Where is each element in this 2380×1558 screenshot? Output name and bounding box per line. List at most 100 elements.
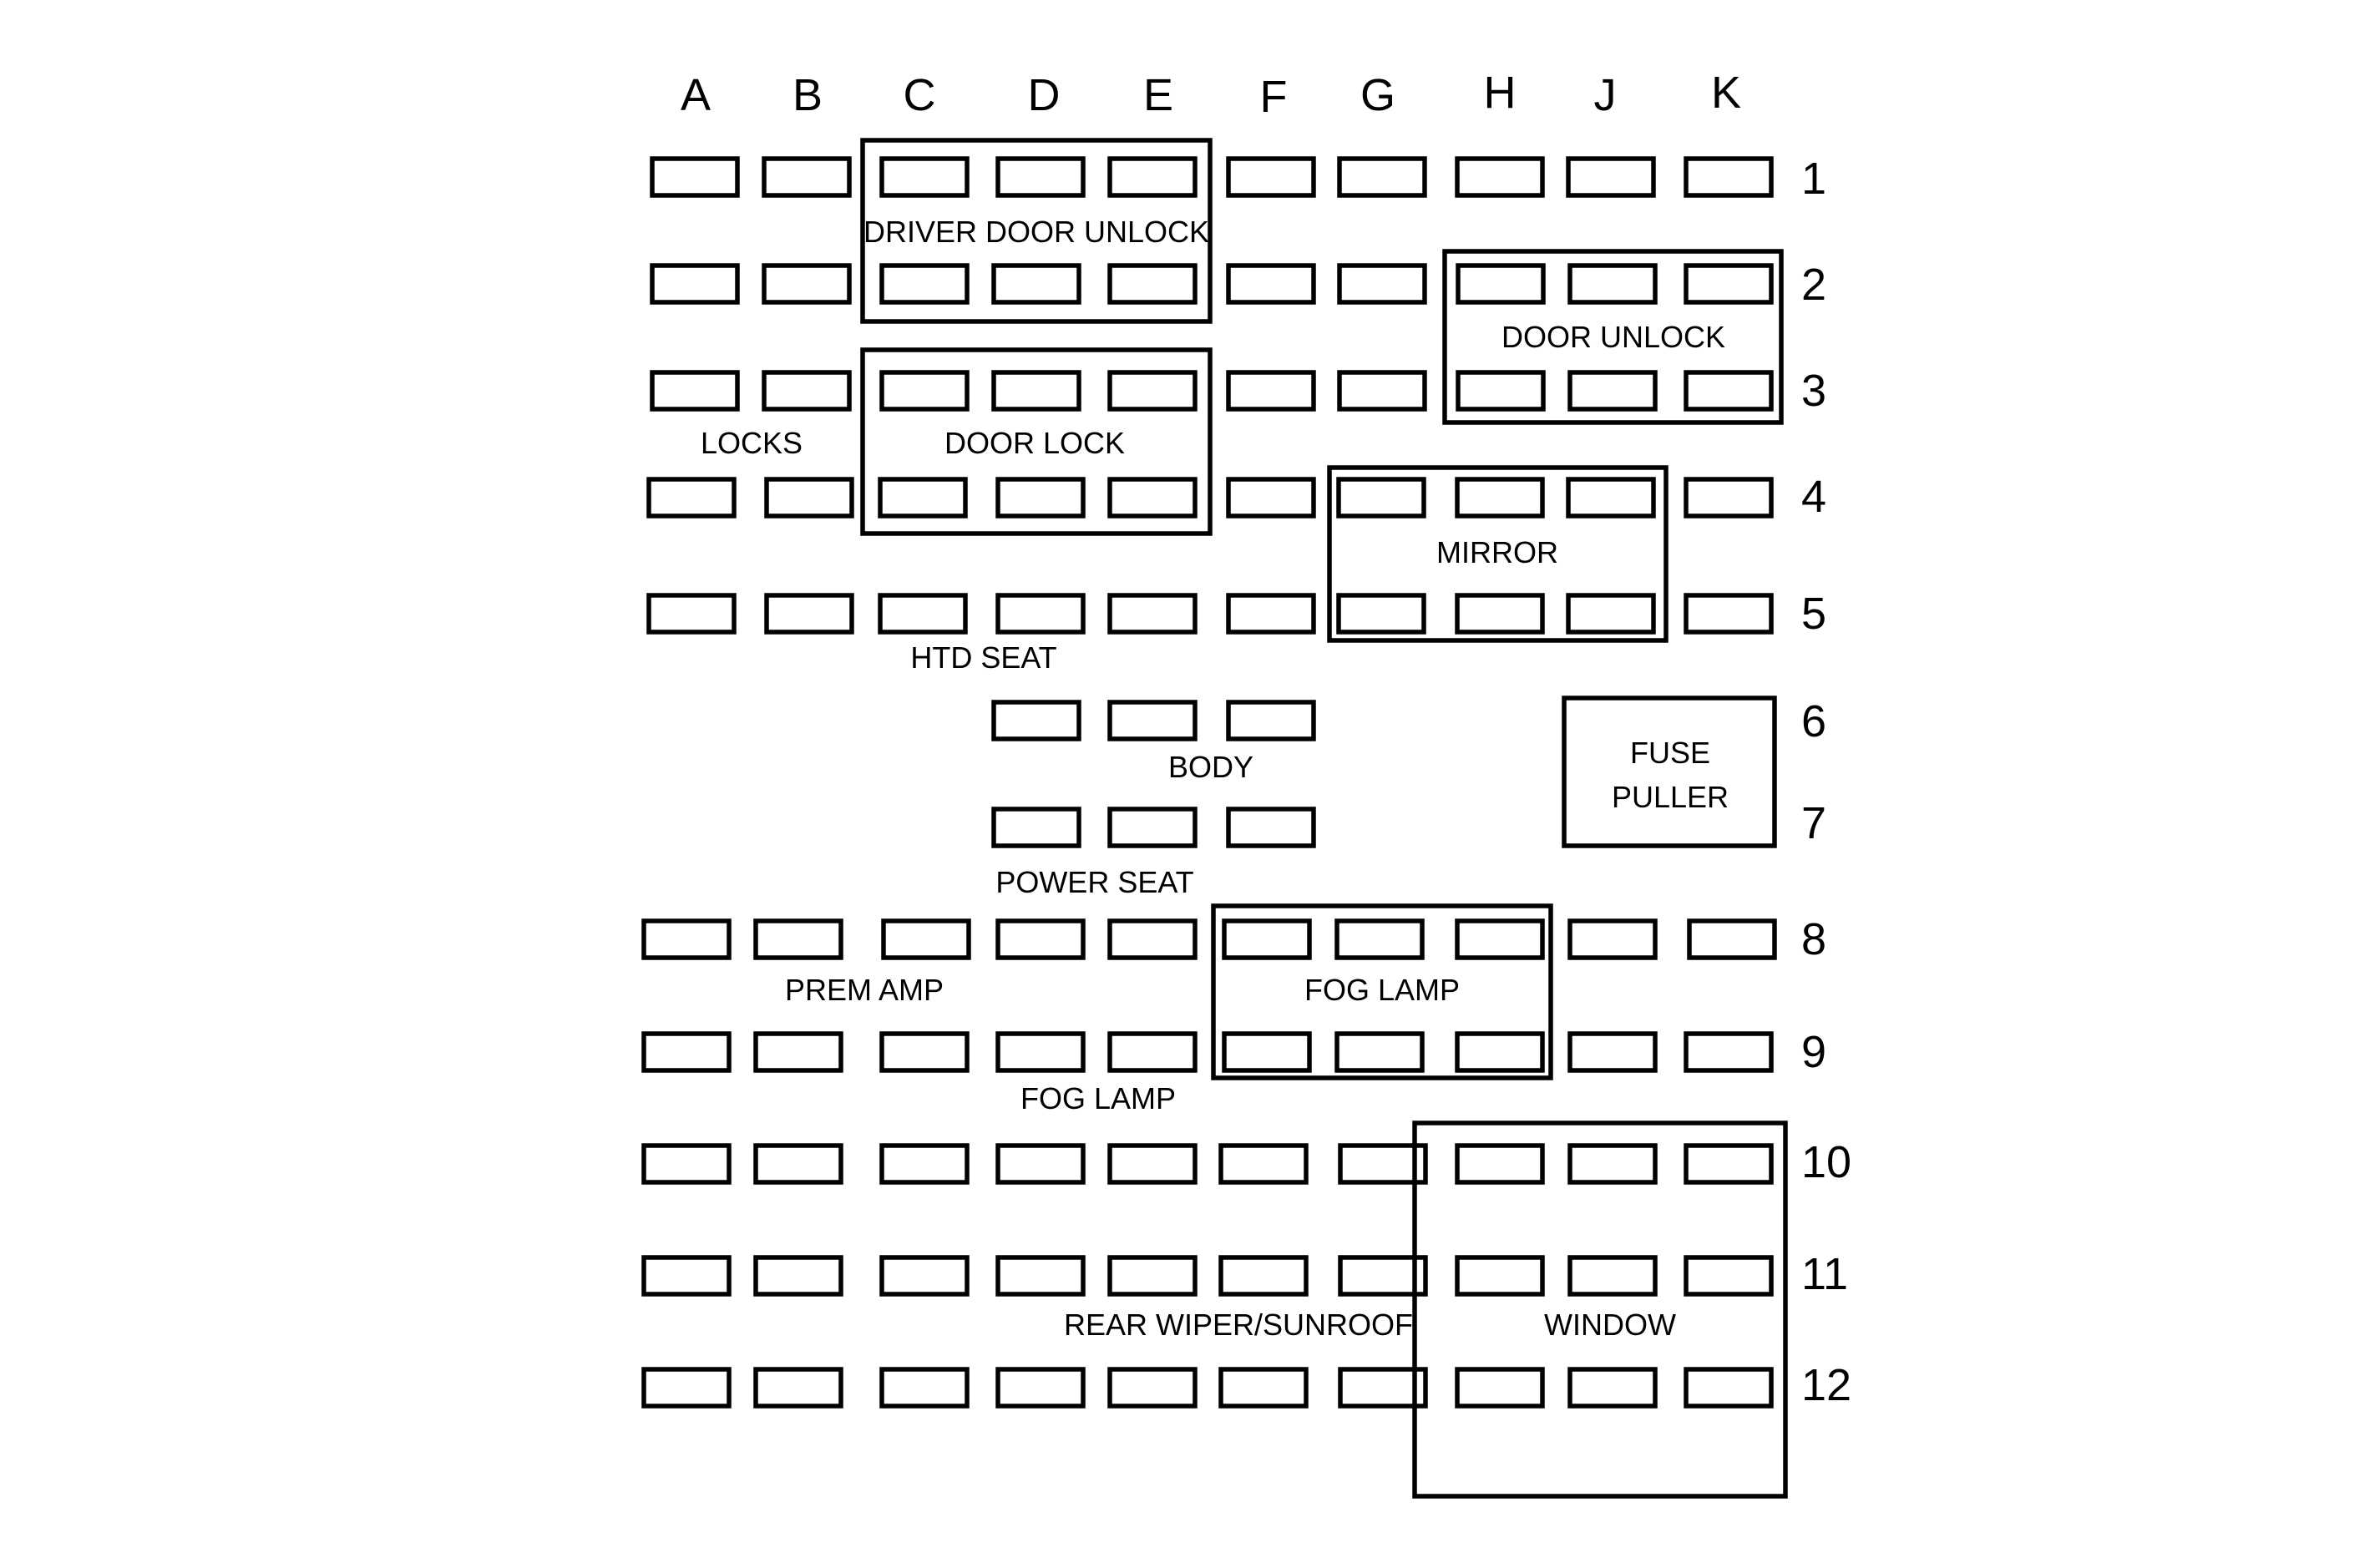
row-label-2: 2 [1801, 260, 1826, 310]
column-label-g: G [1360, 70, 1395, 120]
fuse-slot-r9-1 [641, 1031, 732, 1073]
column-headers: A B C D E F G H J K [681, 68, 1741, 122]
body-label: BODY [1168, 750, 1253, 784]
fuse-slot-r4-3 [878, 477, 968, 518]
fuse-slot-r9-3 [879, 1031, 970, 1073]
fuse-slot-r9-9 [1567, 1031, 1658, 1073]
fuse-slot-r1-1 [650, 156, 740, 198]
fuse-slot-r12-7 [1338, 1367, 1428, 1409]
fuse-slot-r3-7 [1337, 370, 1427, 412]
fuse-slot-r10-3 [879, 1143, 970, 1185]
row-label-7: 7 [1801, 798, 1826, 848]
fuse-slot-r2-5 [1107, 263, 1198, 305]
row-label-11: 11 [1801, 1249, 1848, 1299]
fuse-slot-r9-10 [1684, 1031, 1774, 1073]
fuse-slot-r3-3 [879, 370, 970, 412]
fuse-slot-r2-3 [879, 263, 970, 305]
fuse-slot-r5-4 [995, 593, 1086, 635]
fuse-slot-r2-10 [1684, 263, 1774, 305]
fuse-slot-r10-9 [1567, 1143, 1658, 1185]
fuse-slot-r1-5 [1107, 156, 1198, 198]
fuse-slot-r5-10 [1684, 593, 1774, 635]
fuse-slot-r3-5 [1107, 370, 1198, 412]
fuse-slot-r12-5 [1107, 1367, 1198, 1409]
fuse-slot-r3-4 [991, 370, 1081, 412]
fuse-puller-box [1562, 696, 1777, 848]
fuse-slot-r5-3 [878, 593, 968, 635]
fuse-slot-r3-10 [1684, 370, 1774, 412]
fuse-slot-r5-6 [1226, 593, 1316, 635]
fuse-slot-r3-6 [1226, 370, 1316, 412]
fuse-slot-r1-6 [1226, 156, 1316, 198]
row-label-3: 3 [1801, 366, 1826, 416]
fuse-slot-r10-6 [1218, 1143, 1309, 1185]
fuse-slot-r11-7 [1338, 1255, 1428, 1297]
column-label-d: D [1028, 70, 1061, 120]
fuse-slot-r9-8 [1455, 1031, 1545, 1073]
driver-door-unlock-box [860, 138, 1213, 324]
fuse-slot-r12-4 [995, 1367, 1086, 1409]
fuse-slot-r12-3 [879, 1367, 970, 1409]
fuse-slot-r1-3 [879, 156, 970, 198]
row-label-1: 1 [1801, 154, 1826, 204]
window-label: WINDOW [1544, 1308, 1676, 1342]
fuse-slot-r10-5 [1107, 1143, 1198, 1185]
fuse-slot-r5-5 [1107, 593, 1198, 635]
fuse-puller-label-line2: PULLER [1612, 780, 1729, 814]
power-seat-label: POWER SEAT [995, 865, 1193, 899]
fuse-slot-r11-2 [753, 1255, 843, 1297]
fuse-slot-r8-8 [1455, 918, 1545, 960]
fuse-slot-r11-3 [879, 1255, 970, 1297]
fuse-slot-r3-1 [650, 370, 740, 412]
fuse-slot-r11-9 [1567, 1255, 1658, 1297]
fuse-slot-r5-2 [764, 593, 854, 635]
fuse-slot-r4-8 [1455, 477, 1545, 518]
fuse-slot-r4-9 [1566, 477, 1656, 518]
row-label-5: 5 [1801, 589, 1826, 639]
door-unlock-label: DOOR UNLOCK [1501, 320, 1725, 354]
fuse-slot-r8-4 [995, 918, 1086, 960]
fuse-slot-r10-4 [995, 1143, 1086, 1185]
fuse-slot-r1-10 [1684, 156, 1774, 198]
fuse-slot-r7-2 [1107, 807, 1198, 848]
fuse-slot-r2-1 [650, 263, 740, 305]
fuse-slot-r4-1 [646, 477, 737, 518]
row-label-12: 12 [1801, 1360, 1851, 1410]
column-label-a: A [681, 70, 711, 120]
fuse-slot-r11-5 [1107, 1255, 1198, 1297]
door-lock-box [860, 347, 1213, 536]
group-labels: DRIVER DOOR UNLOCK DOOR UNLOCK LOCKS DOO… [701, 215, 1729, 1342]
fog-lamp-box-label: FOG LAMP [1304, 973, 1460, 1007]
fuse-slot-r8-5 [1107, 918, 1198, 960]
fuse-slot-r7-3 [1226, 807, 1316, 848]
row-label-6: 6 [1801, 696, 1826, 746]
rear-wiper-sunroof-label: REAR WIPER/SUNROOF [1064, 1308, 1413, 1342]
fuse-slot-r4-4 [995, 477, 1086, 518]
driver-door-unlock-label: DRIVER DOOR UNLOCK [863, 215, 1209, 249]
row-label-8: 8 [1801, 914, 1826, 964]
fuse-slot-r6-1 [991, 700, 1081, 741]
column-label-e: E [1143, 70, 1173, 120]
prem-amp-label: PREM AMP [785, 973, 944, 1007]
fuse-slot-r8-2 [753, 918, 843, 960]
fuse-slot-r4-5 [1107, 477, 1198, 518]
fuse-slot-r2-8 [1456, 263, 1546, 305]
fuse-slot-r1-4 [995, 156, 1086, 198]
fuse-slot-r4-7 [1336, 477, 1426, 518]
fuse-slot-r5-9 [1566, 593, 1656, 635]
htd-seat-label: HTD SEAT [910, 640, 1056, 675]
group-boxes [860, 138, 1788, 1499]
fuse-slot-r12-8 [1455, 1367, 1545, 1409]
fuse-slot-r6-3 [1226, 700, 1316, 741]
fuse-slot-r11-4 [995, 1255, 1086, 1297]
fog-lamp-box [1211, 903, 1553, 1080]
fuse-slot-r8-6 [1222, 918, 1312, 960]
row-label-9: 9 [1801, 1027, 1826, 1077]
fuse-slot-r5-1 [646, 593, 737, 635]
fuse-slot-r6-2 [1107, 700, 1198, 741]
fuse-slot-r1-9 [1566, 156, 1656, 198]
fuse-slot-r5-8 [1455, 593, 1545, 635]
fuse-slot-r11-1 [641, 1255, 732, 1297]
fuse-slot-r8-10 [1687, 918, 1777, 960]
